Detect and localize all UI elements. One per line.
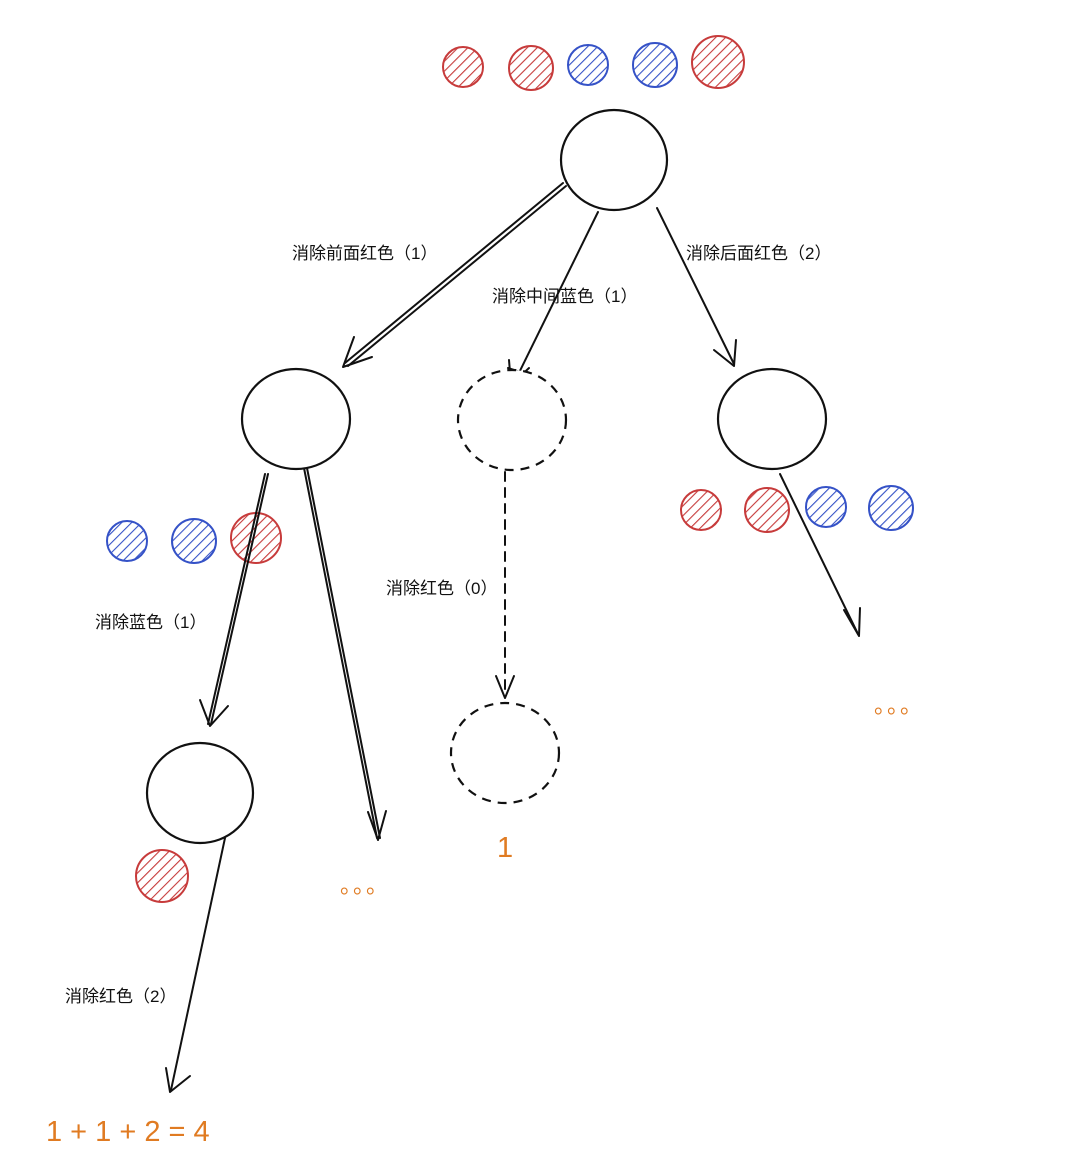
left-node [240,367,352,471]
right-blue-ball [868,485,914,531]
root-blue-ball [632,42,678,88]
left-blue-ball [106,520,148,562]
left-node-ball-row [106,512,282,564]
root-red-ball [691,35,745,89]
leaf-red-ball [135,849,189,903]
leaf-node [145,741,255,845]
right-blue-ball [805,486,847,528]
middle-leaf-node [449,701,561,805]
root-ball-row [442,35,745,91]
edge-label-leaf-down: 消除红色（2） [65,987,176,1006]
left-ellipsis: 。。。 [340,874,390,899]
root-blue-ball [567,44,609,86]
edge-label-root-right: 消除后面红色（2） [686,244,831,263]
left-red-ball [230,512,282,564]
edge-middle-down [495,471,515,699]
edge-root-right [656,207,737,367]
root-red-ball [442,46,484,88]
edge-label-middle-down: 消除红色（0） [386,579,497,598]
leaf-node-ball-row [135,849,189,903]
middle-node [456,368,568,472]
edge-label-left-down: 消除蓝色（1） [95,613,206,632]
edge-label-root-left: 消除前面红色（1） [292,244,437,263]
edge-right-ellipsis [779,473,861,637]
root-node [559,108,669,212]
bottom-result: 1 + 1 + 2 = 4 [46,1116,210,1148]
right-red-ball [680,489,722,531]
right-node-ball-row [680,485,914,533]
root-red-ball [508,45,554,91]
edge-root-left [342,182,567,368]
edge-left-down [199,473,269,727]
right-red-ball [744,487,790,533]
right-node [716,367,828,471]
edge-left-ellipsis [303,467,387,841]
middle-result: 1 [497,832,513,864]
left-blue-ball [171,518,217,564]
right-ellipsis: 。。。 [874,694,924,719]
edge-label-root-middle: 消除中间蓝色（1） [492,287,637,306]
edge-leaf-down [165,837,226,1093]
